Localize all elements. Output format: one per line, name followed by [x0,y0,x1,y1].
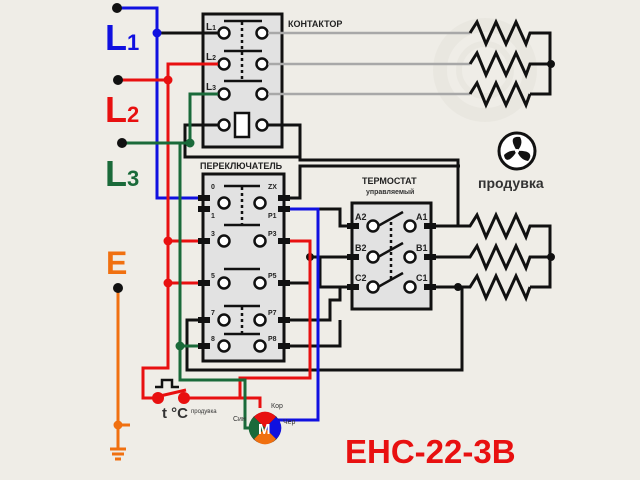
motor-wire-label-red: Кор [271,403,283,410]
svg-text:7: 7 [211,310,215,317]
svg-text:B1: B1 [416,243,428,253]
terminal-l3 [117,138,127,148]
motor-icon [248,411,282,445]
phase-label-l1: L1 [105,17,139,58]
terminal-earth [113,283,123,293]
motor-label: M [258,421,271,438]
terminal-l2 [113,75,123,85]
svg-text:P1: P1 [268,213,277,220]
thermostat-terminal-labels: A2 B2 C2 A1 B1 C1 [355,212,428,283]
contactor-terminal-labels: L1 L2 L3 [206,22,216,93]
heater-group-bottom [458,211,555,366]
switch-contacts [217,184,267,353]
svg-text:3: 3 [211,231,215,238]
thermostat-terminal-blocks [347,223,436,290]
motor-wire-label-green: Син [233,416,246,423]
svg-text:8: 8 [211,336,215,343]
wire-l1-blue [117,6,320,422]
svg-text:B2: B2 [355,243,367,253]
svg-text:A1: A1 [416,212,428,222]
earth-label: E [106,245,127,281]
svg-text:C2: C2 [355,273,367,283]
thermostat-contacts [366,210,417,294]
svg-text:L3: L3 [206,82,216,93]
svg-text:5: 5 [211,273,215,280]
svg-text:P7: P7 [268,310,277,317]
svg-text:L2: L2 [206,52,216,63]
model-title: ЕНС-22-3В [345,433,516,470]
svg-text:ZX: ZX [268,184,277,191]
thermostat-subtitle: управляемый [366,188,414,196]
thermostat-title: ТЕРМОСТАТ [362,176,417,186]
contactor-contacts [217,19,269,139]
thermal-switch [152,378,190,404]
heater-group-top [468,18,555,109]
svg-text:1: 1 [211,213,215,220]
terminal-l1 [112,3,122,13]
svg-text:A2: A2 [355,212,367,222]
fan-label: продувка [478,175,544,191]
fan-icon [497,131,537,171]
wire-l2-red [118,62,312,408]
contactor-title: КОНТАКТОР [288,19,342,29]
contactor-output-wires [268,31,470,96]
thermal-switch-label: t °C [162,405,188,422]
svg-text:P3: P3 [268,231,277,238]
wire-l3-green [122,92,250,430]
switch-terminal-labels: 0 1 3 5 7 8 ZX P1 P3 P5 P7 P8 [211,184,277,343]
switch-title: ПЕРЕКЛЮЧАТЕЛЬ [200,161,283,171]
phase-terminals [112,3,127,293]
thermal-switch-sublabel: продувка [191,409,217,415]
wire-earth-orange [110,288,130,461]
phase-label-l2: L2 [105,89,139,130]
switch-box [201,172,286,363]
motor-wire-label-blue: Чер [283,419,296,426]
svg-text:0: 0 [211,184,215,191]
svg-text:L1: L1 [206,22,216,33]
svg-text:P8: P8 [268,336,277,343]
svg-text:P5: P5 [268,273,277,280]
svg-text:C1: C1 [416,273,428,283]
phase-label-l3: L3 [105,153,139,194]
thermostat-box [350,201,433,311]
